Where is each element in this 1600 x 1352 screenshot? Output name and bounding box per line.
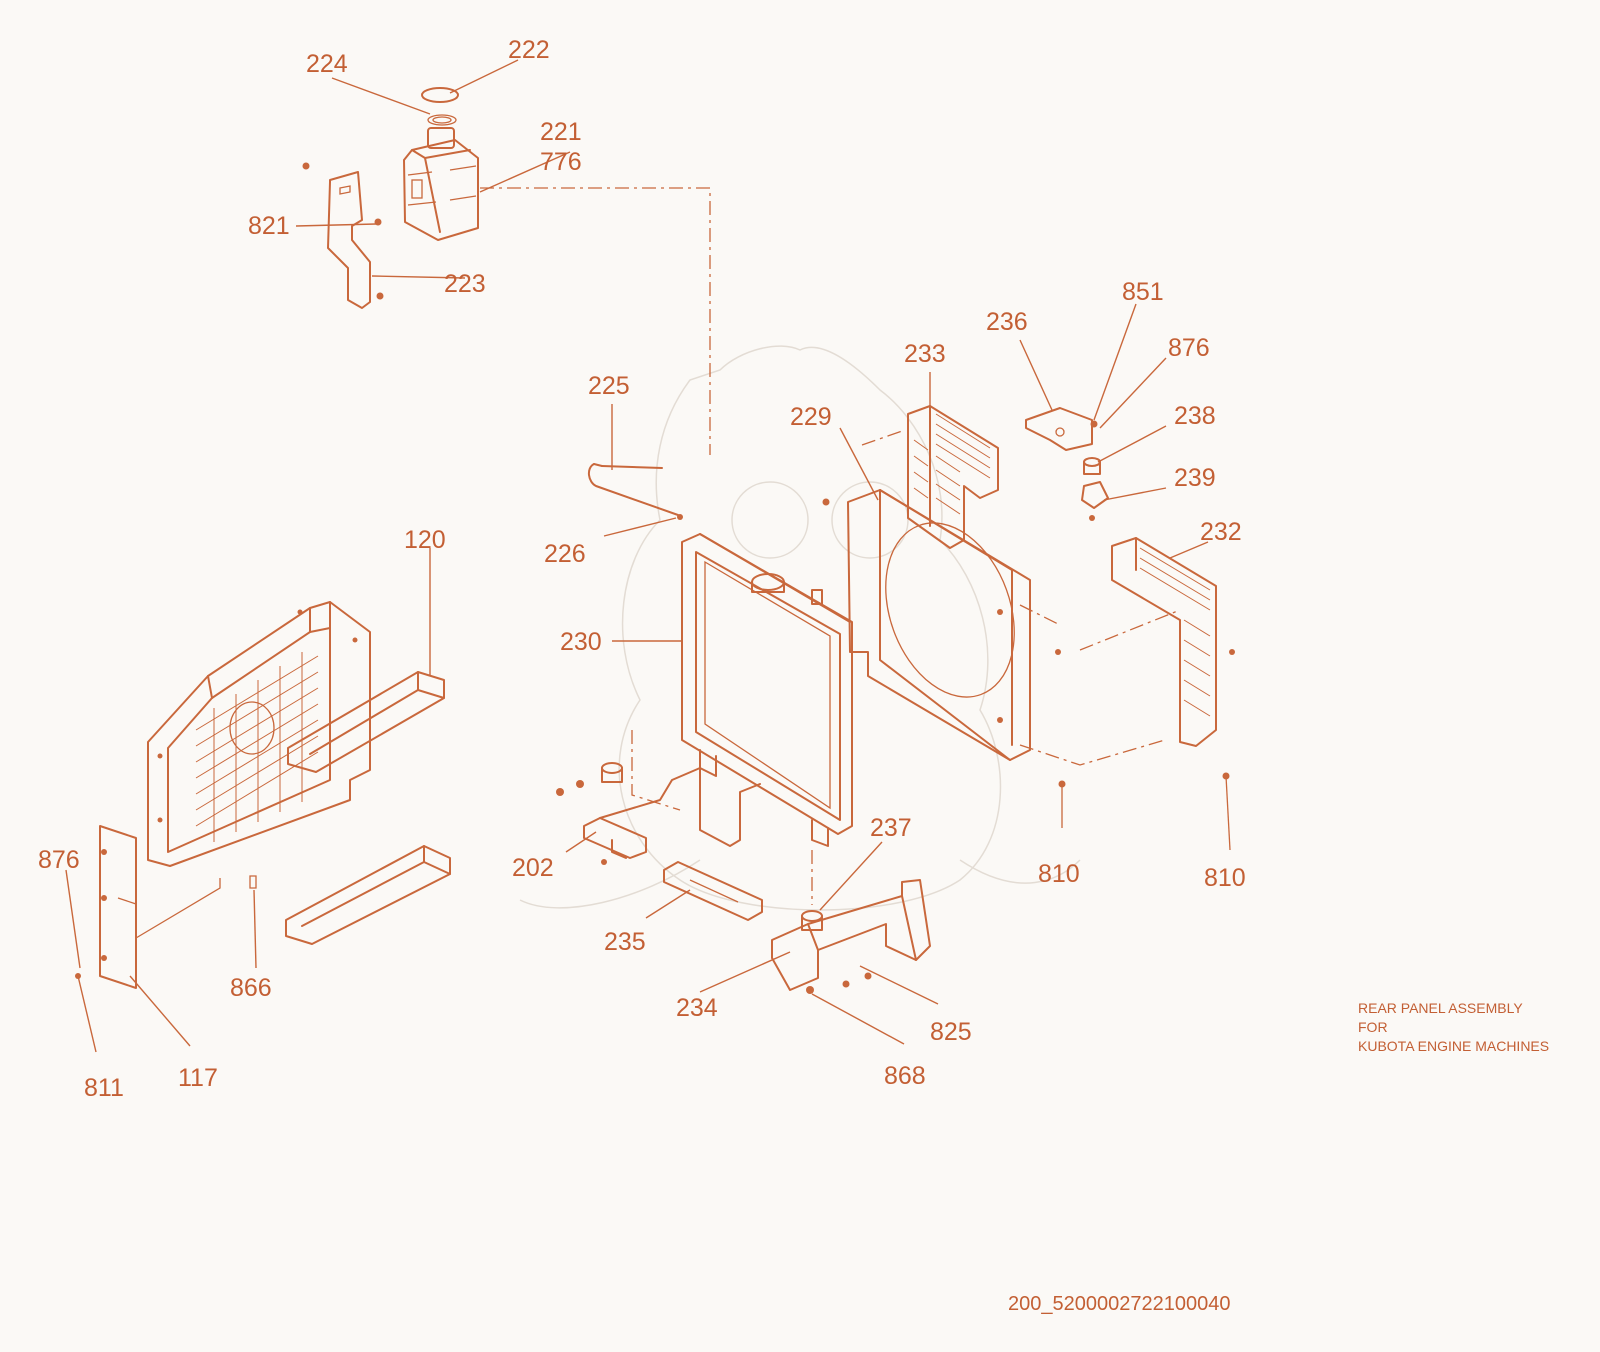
watermark bbox=[519, 345, 1081, 911]
callout-868: 868 bbox=[884, 1062, 926, 1090]
part-120-rail-bottom bbox=[285, 845, 451, 945]
note-line-2: FOR bbox=[1358, 1019, 1388, 1035]
callout-239: 239 bbox=[1174, 464, 1216, 492]
callout-233: 233 bbox=[904, 340, 946, 368]
callout-234: 234 bbox=[676, 994, 718, 1022]
part-233-side-panel bbox=[907, 405, 999, 549]
callout-810-left: 810 bbox=[1038, 860, 1080, 888]
drawing-number: 200_5200002722100040 bbox=[1008, 1293, 1230, 1315]
part-232-side-panel bbox=[1055, 537, 1235, 747]
note-line-1: REAR PANEL ASSEMBLY bbox=[1358, 1000, 1523, 1016]
part-239-washer bbox=[1081, 481, 1109, 521]
callout-810-right: 810 bbox=[1204, 864, 1246, 892]
part-120-rail-top bbox=[287, 671, 445, 773]
callout-224: 224 bbox=[306, 50, 348, 78]
callout-221: 221 bbox=[540, 118, 582, 146]
part-117-side-plate bbox=[75, 825, 257, 989]
callout-232: 232 bbox=[1200, 518, 1242, 546]
callout-labels: 222 224 221 776 821 223 225 226 229 230 … bbox=[38, 36, 1246, 1102]
part-225-rod bbox=[588, 463, 683, 520]
callout-202: 202 bbox=[512, 854, 554, 882]
part-221-reservoir-tank bbox=[403, 127, 479, 241]
callout-237: 237 bbox=[870, 814, 912, 842]
part-238-mount bbox=[1083, 457, 1101, 475]
part-202-mount-bracket bbox=[556, 762, 761, 865]
callout-226: 226 bbox=[544, 540, 586, 568]
callout-851: 851 bbox=[1122, 278, 1164, 306]
note-line-3: KUBOTA ENGINE MACHINES bbox=[1358, 1038, 1549, 1054]
leader-lines bbox=[65, 59, 1209, 1053]
part-235-bracket bbox=[663, 861, 763, 921]
part-229-fan-shroud bbox=[822, 489, 1031, 761]
callout-229: 229 bbox=[790, 403, 832, 431]
callout-876-top: 876 bbox=[1168, 334, 1210, 362]
part-810-screws bbox=[1058, 772, 1231, 851]
callout-236: 236 bbox=[986, 308, 1028, 336]
callout-776: 776 bbox=[540, 148, 582, 176]
center-lines bbox=[480, 187, 1181, 905]
part-120-grille-frame bbox=[147, 601, 371, 867]
part-236-bracket bbox=[1025, 407, 1098, 451]
callout-811: 811 bbox=[84, 1074, 124, 1102]
callout-821: 821 bbox=[248, 212, 290, 240]
part-230-radiator bbox=[681, 533, 853, 847]
callout-225: 225 bbox=[588, 372, 630, 400]
callout-117: 117 bbox=[178, 1064, 218, 1092]
part-223-bracket bbox=[302, 162, 384, 309]
callout-120: 120 bbox=[404, 526, 446, 554]
callout-825: 825 bbox=[930, 1018, 972, 1046]
callout-235: 235 bbox=[604, 928, 646, 956]
part-222-cap bbox=[421, 87, 459, 126]
callout-222: 222 bbox=[508, 36, 550, 64]
callout-866: 866 bbox=[230, 974, 272, 1002]
callout-876-left: 876 bbox=[38, 846, 80, 874]
part-234-support bbox=[771, 879, 931, 994]
assembly-note: REAR PANEL ASSEMBLY FOR KUBOTA ENGINE MA… bbox=[1358, 1000, 1549, 1054]
callout-230: 230 bbox=[560, 628, 602, 656]
callout-223: 223 bbox=[444, 270, 486, 298]
callout-238: 238 bbox=[1174, 402, 1216, 430]
